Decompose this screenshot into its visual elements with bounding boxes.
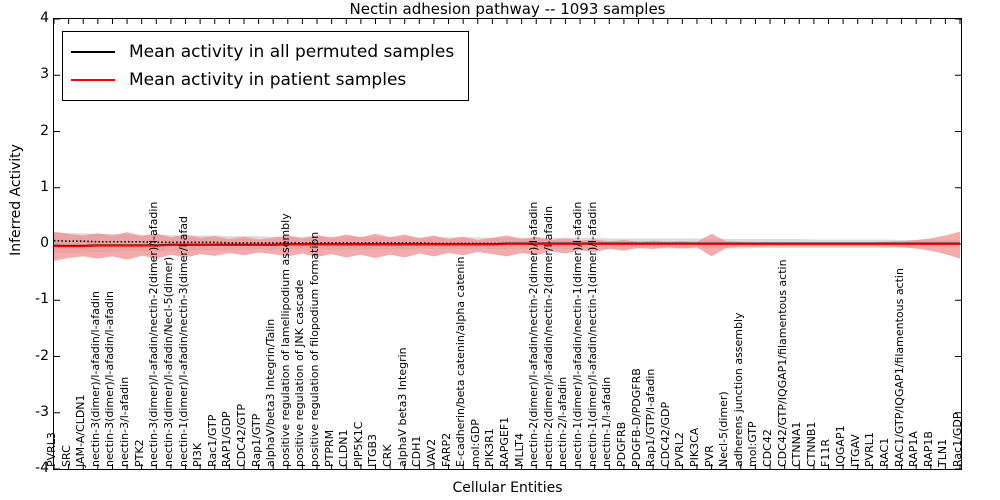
ytick-label: -2 [35, 347, 49, 364]
ytick-label: -3 [35, 403, 49, 420]
patient-confidence-band [54, 231, 960, 261]
ytick-label: 1 [40, 178, 49, 195]
ytick-label: 4 [40, 10, 49, 26]
ytick-label: -1 [35, 291, 49, 308]
yaxis-ticks-inner [54, 19, 961, 469]
legend-label-patient: Mean activity in patient samples [129, 69, 407, 90]
patient-mean-line [54, 243, 960, 248]
legend-item-patient: Mean activity in patient samples [71, 66, 454, 94]
legend-swatch-permuted [71, 51, 115, 53]
plot-svg [54, 19, 961, 469]
ytick-label: 2 [40, 122, 49, 139]
ytick-label: 3 [40, 66, 49, 83]
legend[interactable]: Mean activity in all permuted samples Me… [62, 31, 470, 101]
ytick-label: -4 [35, 460, 49, 476]
ytick-label: 0 [40, 235, 49, 251]
legend-swatch-patient [71, 79, 115, 81]
xaxis-title: Cellular Entities [452, 480, 563, 496]
yaxis-tick-labels: 4 3 2 1 0 -1 -2 -3 -4 [0, 11, 49, 475]
xaxis-ticks-inner [54, 19, 961, 469]
plot-area: Mean activity in all permuted samples Me… [53, 18, 962, 470]
legend-item-permuted: Mean activity in all permuted samples [71, 38, 454, 66]
legend-label-permuted: Mean activity in all permuted samples [129, 41, 455, 62]
page-title: Nectin adhesion pathway -- 1093 samples [349, 0, 666, 18]
yaxis-title: Inferred Activity [8, 144, 24, 256]
